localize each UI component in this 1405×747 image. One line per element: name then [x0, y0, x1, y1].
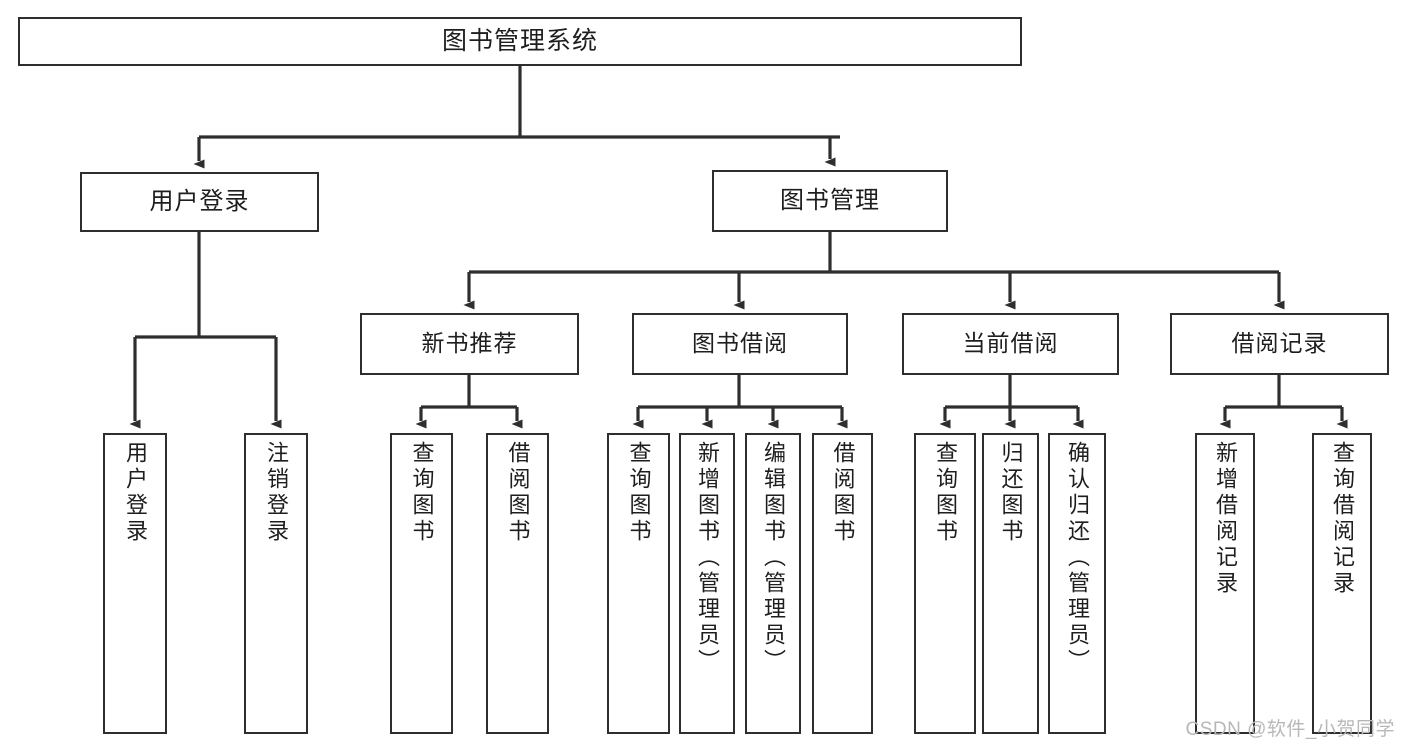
- node-root[interactable]: 图书管理系统: [18, 17, 1022, 66]
- leaf-add-record-label: 新增借阅记录: [1213, 441, 1238, 597]
- node-new-book-recommend[interactable]: 新书推荐: [360, 313, 579, 375]
- node-book-borrow[interactable]: 图书借阅: [632, 313, 848, 375]
- leaf-query-book-1[interactable]: 查询图书: [390, 433, 453, 734]
- leaf-borrow-book-1-label: 借阅图书: [505, 441, 531, 545]
- leaf-borrow-book-2[interactable]: 借阅图书: [812, 433, 873, 734]
- node-user-login-label: 用户登录: [149, 187, 250, 215]
- node-borrow-record[interactable]: 借阅记录: [1170, 313, 1389, 375]
- leaf-edit-book[interactable]: 编辑图书（管理员）: [745, 433, 801, 734]
- node-book-borrow-label: 图书借阅: [692, 330, 788, 357]
- watermark: CSDN @软件_小贺同学: [1185, 719, 1395, 740]
- leaf-user-login[interactable]: 用户登录: [103, 433, 167, 734]
- leaf-confirm-return[interactable]: 确认归还（管理员）: [1048, 433, 1106, 734]
- leaf-add-book-label: 新增图书（管理员）: [695, 441, 720, 675]
- node-root-label: 图书管理系统: [441, 26, 598, 55]
- leaf-query-record-label: 查询借阅记录: [1330, 441, 1355, 597]
- leaf-borrow-book-2-label: 借阅图书: [830, 441, 856, 545]
- leaf-add-book[interactable]: 新增图书（管理员）: [679, 433, 735, 734]
- node-book-manage[interactable]: 图书管理: [712, 170, 948, 232]
- leaf-confirm-return-label: 确认归还（管理员）: [1065, 441, 1090, 675]
- leaf-query-book-3-label: 查询图书: [933, 441, 958, 545]
- leaf-edit-book-label: 编辑图书（管理员）: [761, 441, 786, 675]
- node-new-book-recommend-label: 新书推荐: [421, 330, 518, 357]
- leaf-user-logout[interactable]: 注销登录: [244, 433, 308, 734]
- node-current-borrow-label: 当前借阅: [962, 330, 1059, 357]
- node-book-manage-label: 图书管理: [780, 186, 880, 214]
- node-current-borrow[interactable]: 当前借阅: [902, 313, 1119, 375]
- leaf-query-book-2[interactable]: 查询图书: [607, 433, 670, 734]
- leaf-return-book[interactable]: 归还图书: [982, 433, 1039, 734]
- leaf-query-book-3[interactable]: 查询图书: [914, 433, 976, 734]
- leaf-user-login-label: 用户登录: [123, 441, 148, 545]
- node-user-login[interactable]: 用户登录: [80, 172, 319, 232]
- leaf-user-logout-label: 注销登录: [264, 441, 289, 545]
- leaf-return-book-label: 归还图书: [998, 441, 1024, 545]
- leaf-borrow-book-1[interactable]: 借阅图书: [486, 433, 549, 734]
- leaf-query-record[interactable]: 查询借阅记录: [1312, 433, 1372, 734]
- leaf-query-book-1-label: 查询图书: [409, 441, 435, 545]
- node-borrow-record-label: 借阅记录: [1231, 330, 1328, 357]
- leaf-query-book-2-label: 查询图书: [626, 441, 652, 545]
- leaf-add-record[interactable]: 新增借阅记录: [1195, 433, 1255, 734]
